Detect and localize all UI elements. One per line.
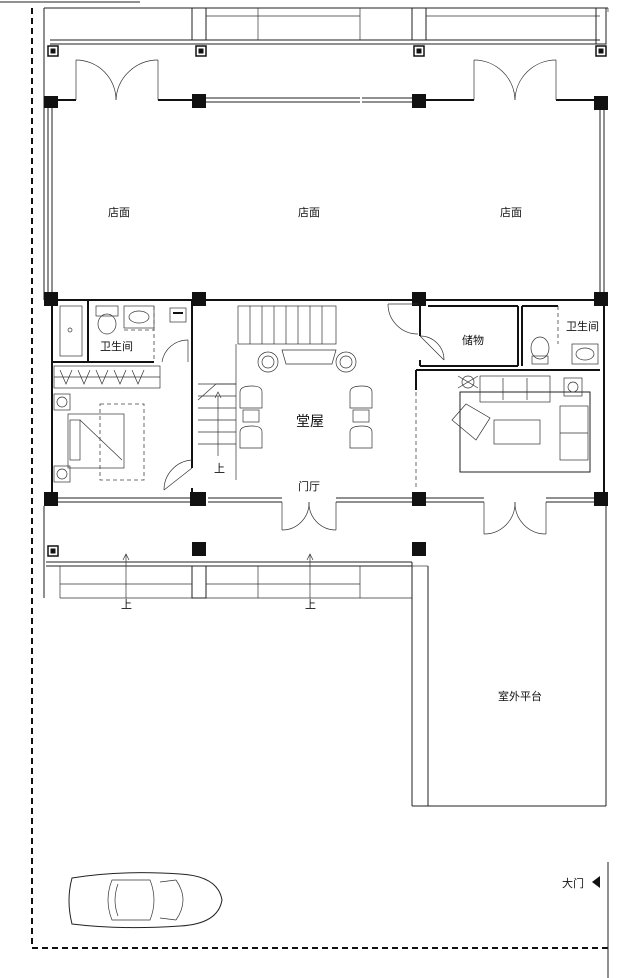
interior-stair-up-label: 上 [214, 462, 225, 475]
foyer-label: 门厅 [298, 479, 320, 493]
structural-columns [44, 94, 608, 556]
top-terrace [43, 7, 608, 300]
hall-furniture [239, 349, 373, 449]
storage-door [387, 303, 445, 361]
interior-walls [52, 300, 600, 500]
left-bathroom-fixtures [59, 305, 187, 360]
right-bathroom-fixtures [530, 306, 599, 365]
bathroom-right-label: 卫生间 [566, 319, 599, 333]
site-boundary [0, 1, 609, 978]
interior-staircase [197, 305, 337, 480]
shop-right-label: 店面 [500, 205, 522, 219]
step-right-up-label: 上 [305, 598, 316, 611]
main-hall-label: 堂屋 [296, 414, 324, 430]
outdoor-platform-label: 室外平台 [498, 689, 542, 703]
living-door [483, 501, 547, 535]
step-left-up-label: 上 [121, 598, 132, 611]
living-furniture [451, 375, 591, 473]
shop-front-wall [52, 59, 600, 103]
house-walls [51, 299, 605, 503]
storage-label: 储物 [462, 333, 484, 347]
parked-car [68, 872, 223, 929]
gate-label: 大门 [562, 876, 584, 890]
bedroom-door [161, 339, 193, 491]
bathroom-left-label: 卫生间 [100, 339, 133, 353]
front-terrace [43, 506, 412, 599]
outdoor-platform [411, 506, 607, 807]
foyer-door [281, 501, 337, 531]
gate-arrow-icon [592, 876, 600, 888]
column-markers [47, 45, 607, 557]
shop-side-walls [47, 104, 605, 296]
shop-center-label: 店面 [298, 205, 320, 219]
bedroom-furniture [53, 365, 161, 483]
shop-left-label: 店面 [108, 205, 130, 219]
